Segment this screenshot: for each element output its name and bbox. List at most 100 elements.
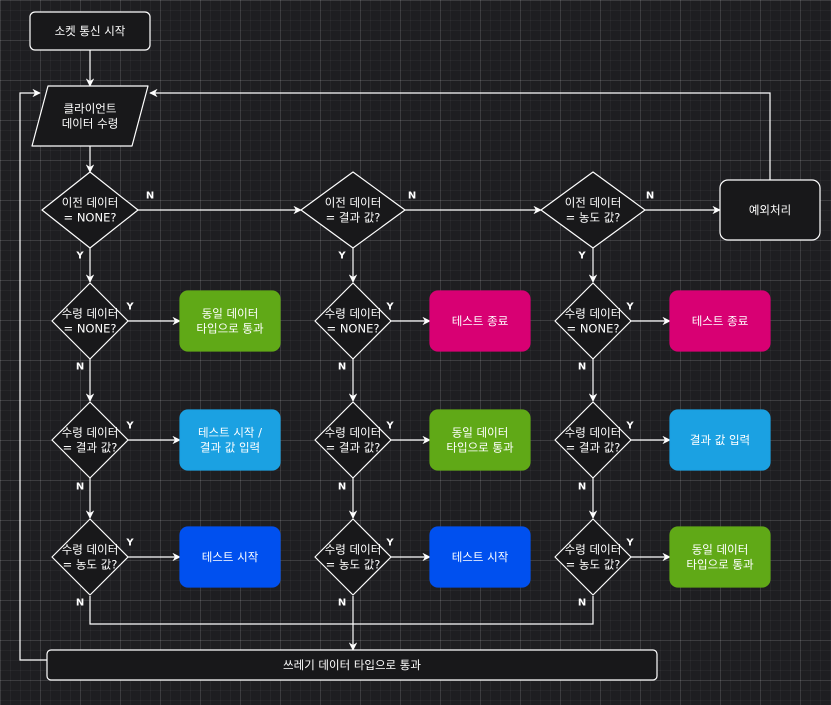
c1-conc-text: 수령 데이터 — [62, 543, 119, 557]
prev-result-text: 이전 데이터 — [325, 196, 382, 210]
c3-none-text: 수령 데이터 — [565, 307, 622, 321]
label-col1-y1: Y — [75, 251, 84, 262]
a3-result-shape — [669, 409, 771, 471]
c2-none-decision[interactable]: 수령 데이터= NONE? — [314, 282, 392, 360]
prev-none-decision[interactable]: 이전 데이터= NONE? — [41, 171, 139, 249]
label-col3-row2-yes: Y — [625, 302, 634, 313]
label-col2-row2-yes: Y — [385, 302, 394, 313]
c2-none-shape — [314, 282, 392, 360]
edge-exception-loop — [149, 88, 771, 180]
label-prev-conc-no: N — [646, 191, 654, 202]
a3-none-text: 테스트 종료 — [692, 314, 749, 328]
c1-conc-text: = 농도 값? — [63, 558, 118, 572]
trash-node[interactable]: 쓰레기 데이터 타입으로 통과 — [46, 649, 658, 681]
c3-result-decision[interactable]: 수령 데이터= 결과 값? — [554, 401, 632, 479]
c1-none-decision[interactable]: 수령 데이터= NONE? — [51, 282, 129, 360]
label-col2-n2: N — [338, 482, 346, 493]
a2-conc-node[interactable]: 테스트 시작 — [429, 526, 531, 588]
label-prev-none-no: N — [146, 191, 154, 202]
exception-node[interactable]: 예외처리 — [719, 179, 821, 241]
label-col1-row2-yes: Y — [125, 302, 134, 313]
c3-conc-text: 수령 데이터 — [565, 543, 622, 557]
c1-result-decision[interactable]: 수령 데이터= 결과 값? — [51, 401, 129, 479]
label-col3-row3-yes: Y — [625, 421, 634, 432]
a1-conc-shape — [179, 526, 281, 588]
label-col1-n3: N — [76, 598, 84, 609]
prev-conc-shape — [540, 171, 646, 249]
a2-result-text: 타입으로 통과 — [446, 441, 514, 455]
label-col3-n1: N — [578, 362, 586, 373]
c2-result-decision[interactable]: 수령 데이터= 결과 값? — [314, 401, 392, 479]
a2-result-shape — [429, 409, 531, 471]
a3-none-shape — [669, 290, 771, 352]
c2-result-shape — [314, 401, 392, 479]
c1-conc-decision[interactable]: 수령 데이터= 농도 값? — [51, 518, 129, 596]
a3-none-node[interactable]: 테스트 종료 — [669, 290, 771, 352]
client-data-receive-text: 데이터 수령 — [62, 117, 119, 131]
c2-conc-text: 수령 데이터 — [325, 543, 382, 557]
label-col3-n2: N — [578, 482, 586, 493]
label-prev-result-no: N — [408, 191, 416, 202]
c3-none-decision[interactable]: 수령 데이터= NONE? — [554, 282, 632, 360]
exception-text: 예외처리 — [749, 203, 791, 217]
a2-conc-shape — [429, 526, 531, 588]
prev-none-text: = NONE? — [64, 211, 117, 225]
c1-result-text: = 결과 값? — [63, 441, 118, 455]
a1-conc-node[interactable]: 테스트 시작 — [179, 526, 281, 588]
c2-conc-shape — [314, 518, 392, 596]
a3-conc-text: 동일 데이터 — [692, 543, 749, 557]
c3-result-text: 수령 데이터 — [565, 426, 622, 440]
c1-none-text: 수령 데이터 — [62, 307, 119, 321]
c3-conc-decision[interactable]: 수령 데이터= 농도 값? — [554, 518, 632, 596]
label-col2-n1: N — [338, 362, 346, 373]
start-node[interactable]: 소켓 통신 시작 — [29, 11, 151, 51]
client-data-receive-text: 클라이언트 — [64, 102, 117, 116]
label-col2-n3: N — [338, 598, 346, 609]
label-col2-row3-yes: Y — [385, 421, 394, 432]
c3-result-text: = 결과 값? — [566, 441, 621, 455]
a2-none-text: 테스트 종료 — [452, 314, 509, 328]
a2-conc-text: 테스트 시작 — [452, 550, 509, 564]
prev-result-decision[interactable]: 이전 데이터= 결과 값? — [300, 171, 406, 249]
label-col3-row4-yes: Y — [625, 538, 634, 549]
prev-conc-text: = 농도 값? — [566, 211, 621, 225]
c1-none-text: = NONE? — [64, 322, 117, 336]
c3-conc-text: = 농도 값? — [566, 558, 621, 572]
c3-conc-shape — [554, 518, 632, 596]
a1-result-node[interactable]: 테스트 시작 /결과 값 입력 — [179, 409, 281, 471]
connectors — [19, 50, 771, 661]
c1-result-shape — [51, 401, 129, 479]
start-text: 소켓 통신 시작 — [55, 24, 126, 38]
prev-none-text: 이전 데이터 — [62, 196, 119, 210]
a1-none-text: 타입으로 통과 — [196, 322, 264, 336]
a2-result-text: 동일 데이터 — [452, 426, 509, 440]
c2-result-text: 수령 데이터 — [325, 426, 382, 440]
c2-conc-decision[interactable]: 수령 데이터= 농도 값? — [314, 518, 392, 596]
a3-result-text: 결과 값 입력 — [690, 433, 750, 447]
a3-result-node[interactable]: 결과 값 입력 — [669, 409, 771, 471]
a3-conc-text: 타입으로 통과 — [686, 558, 754, 572]
c3-none-text: = NONE? — [567, 322, 620, 336]
prev-conc-decision[interactable]: 이전 데이터= 농도 값? — [540, 171, 646, 249]
a1-result-text: 테스트 시작 / — [198, 426, 262, 440]
a1-conc-text: 테스트 시작 — [202, 550, 259, 564]
label-col1-row4-yes: Y — [125, 538, 134, 549]
trash-shape — [46, 649, 658, 681]
c1-conc-shape — [51, 518, 129, 596]
label-col2-y1: Y — [337, 251, 346, 262]
label-col1-n1: N — [76, 362, 84, 373]
trash-text: 쓰레기 데이터 타입으로 통과 — [283, 658, 421, 672]
prev-conc-text: 이전 데이터 — [565, 196, 622, 210]
a3-conc-shape — [669, 526, 771, 588]
exception-shape — [719, 179, 821, 241]
c3-none-shape — [554, 282, 632, 360]
a2-none-node[interactable]: 테스트 종료 — [429, 290, 531, 352]
a2-none-shape — [429, 290, 531, 352]
prev-none-shape — [41, 171, 139, 249]
